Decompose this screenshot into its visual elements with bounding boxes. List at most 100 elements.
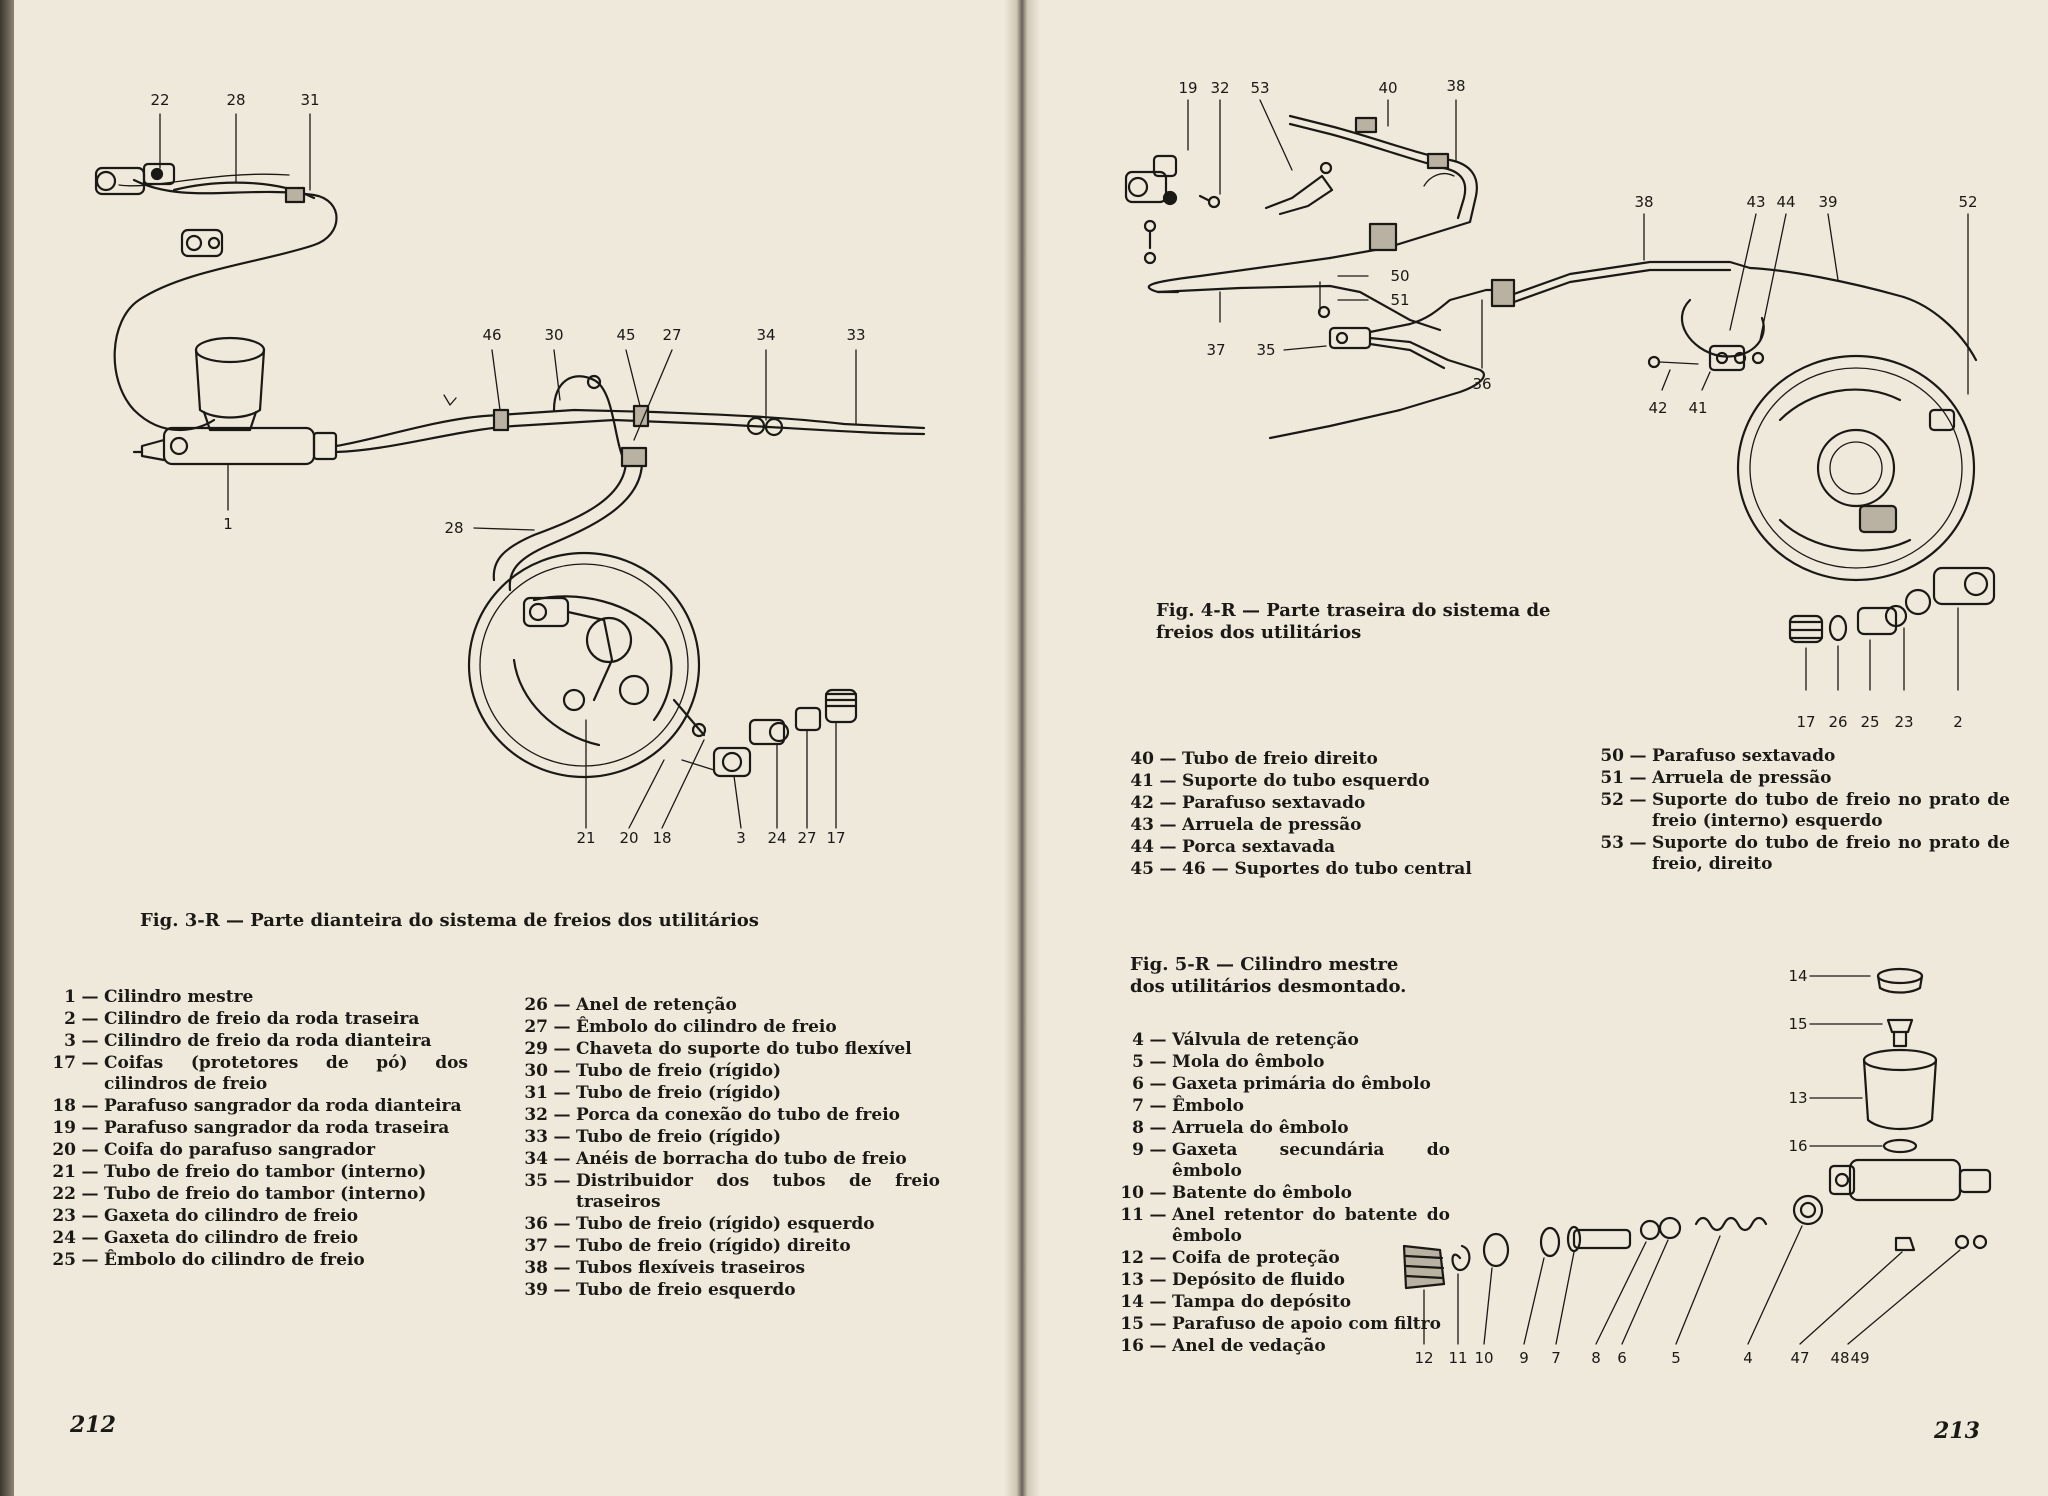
legend-item-number: 9 bbox=[1132, 1140, 1144, 1160]
legend-item-dash: — bbox=[553, 1236, 571, 1256]
legend-item-text: Arruela de pressão bbox=[1652, 768, 1832, 788]
fig5-callout-14: 14 bbox=[1788, 967, 1808, 985]
legend-item-text: Êmbolo bbox=[1172, 1096, 1244, 1116]
legend-item-number: 7 bbox=[1132, 1096, 1144, 1116]
fig5-callout-12: 12 bbox=[1414, 1349, 1434, 1367]
legend-item-number: 27 bbox=[524, 1017, 548, 1037]
legend-item-dash: — bbox=[553, 1258, 571, 1278]
legend-item-dash: — bbox=[81, 1228, 99, 1248]
legend-item: 34—Anéis de borracha do tubo de freio bbox=[514, 1149, 940, 1170]
legend-item-dash: — bbox=[553, 1127, 571, 1147]
legend-item-dash: — bbox=[553, 1039, 571, 1059]
fig5-callout-49: 49 bbox=[1850, 1349, 1870, 1367]
fig3-callout-45: 45 bbox=[616, 326, 636, 344]
legend-item-number: 24 bbox=[52, 1228, 76, 1248]
legend-item-number: 32 bbox=[524, 1105, 548, 1125]
legend-item-number: 13 bbox=[1120, 1270, 1144, 1290]
legend-item-dash: — bbox=[81, 1184, 99, 1204]
legend-item-text: Tubos flexíveis traseiros bbox=[576, 1258, 806, 1278]
legend-item-text: Parafuso sangrador da roda traseira bbox=[104, 1118, 450, 1138]
legend-item-text: Parafuso sangrador da roda dianteira bbox=[104, 1096, 462, 1116]
legend-item-number: 52 bbox=[1600, 790, 1624, 810]
legend-item-dash: — bbox=[1149, 1140, 1167, 1160]
fig5-callout-7: 7 bbox=[1551, 1349, 1561, 1367]
legend-item-text: Gaxeta primária do êmbolo bbox=[1172, 1074, 1431, 1094]
fig5-callout-5: 5 bbox=[1671, 1349, 1681, 1367]
legend-item: 32—Porca da conexão do tubo de freio bbox=[514, 1105, 940, 1126]
legend-item: 41—Suporte do tubo esquerdo bbox=[1120, 771, 1520, 792]
legend-item: 27—Êmbolo do cilindro de freio bbox=[514, 1017, 940, 1038]
legend-item-number: 51 bbox=[1600, 768, 1624, 788]
fig5-callout-8: 8 bbox=[1591, 1349, 1601, 1367]
legend-item-text: Parafuso de apoio com filtro bbox=[1172, 1314, 1441, 1334]
fig3-callout-27b: 27 bbox=[797, 829, 817, 847]
legend-item-number: 50 bbox=[1600, 746, 1624, 766]
fig5-callout-15: 15 bbox=[1788, 1015, 1808, 1033]
fig3-callout-46: 46 bbox=[482, 326, 502, 344]
fig4-callout-41: 41 bbox=[1688, 399, 1708, 417]
legend-item: 36—Tubo de freio (rígido) esquerdo bbox=[514, 1214, 940, 1235]
fig5-callout-4: 4 bbox=[1743, 1349, 1753, 1367]
legend-item-dash: — bbox=[553, 1083, 571, 1103]
legend-item-number: 14 bbox=[1120, 1292, 1144, 1312]
legend-item: 9—Gaxeta secundária do êmbolo bbox=[1110, 1140, 1450, 1182]
fig4-callout-53: 53 bbox=[1250, 79, 1270, 97]
legend-item-dash: — bbox=[81, 1140, 99, 1160]
legend-item-dash: — bbox=[1149, 1118, 1167, 1138]
legend-item-dash: — bbox=[1149, 1030, 1167, 1050]
legend-item: 43—Arruela de pressão bbox=[1120, 815, 1520, 836]
legend-item-dash: — bbox=[1149, 1314, 1167, 1334]
legend-item: 21—Tubo de freio do tambor (interno) bbox=[42, 1162, 468, 1183]
fig4-callout-50: 50 bbox=[1390, 267, 1410, 285]
fig4-callout-52: 52 bbox=[1958, 193, 1978, 211]
fig4-callout-36: 36 bbox=[1472, 375, 1492, 393]
legend-item-number: 11 bbox=[1120, 1205, 1144, 1225]
legend-item-number: 23 bbox=[52, 1206, 76, 1226]
legend-item-text: Tubo de freio (rígido) bbox=[576, 1061, 782, 1081]
legend-item-number: 2 bbox=[64, 1009, 76, 1029]
legend-item-text: Batente do êmbolo bbox=[1172, 1183, 1352, 1203]
legend-item-text: Êmbolo do cilindro de freio bbox=[104, 1250, 365, 1270]
legend-item-text: Chaveta do suporte do tubo flexível bbox=[576, 1039, 912, 1059]
legend-item-text: Êmbolo do cilindro de freio bbox=[576, 1017, 837, 1037]
legend-item: 13—Depósito de fluido bbox=[1110, 1270, 1450, 1291]
legend-item: 52—Suporte do tubo de freio no prato de … bbox=[1590, 790, 2010, 832]
legend-item: 5—Mola do êmbolo bbox=[1110, 1052, 1450, 1073]
page-213: 19 32 53 40 38 38 43 44 39 52 50 51 37 3… bbox=[1030, 0, 2048, 1496]
legend-item-text: Cilindro de freio da roda traseira bbox=[104, 1009, 420, 1029]
fig3-callout-24: 24 bbox=[767, 829, 787, 847]
legend-item-number: 37 bbox=[524, 1236, 548, 1256]
legend-item: 20—Coifa do parafuso sangrador bbox=[42, 1140, 468, 1161]
legend-item-dash: — bbox=[1159, 771, 1177, 791]
book-gutter bbox=[1004, 0, 1040, 1496]
fig3-callout-31: 31 bbox=[300, 91, 320, 109]
legend-item-dash: — bbox=[553, 1171, 571, 1191]
fig4-callout-23: 23 bbox=[1894, 713, 1914, 731]
legend-item: 33—Tubo de freio (rígido) bbox=[514, 1127, 940, 1148]
legend-item-dash: — bbox=[1149, 1183, 1167, 1203]
legend-item-text: Parafuso sextavado bbox=[1652, 746, 1836, 766]
legend-item-dash: — bbox=[1149, 1096, 1167, 1116]
fig4-callout-44: 44 bbox=[1776, 193, 1796, 211]
legend-item: 22—Tubo de freio do tambor (interno) bbox=[42, 1184, 468, 1205]
fig4-callout-26: 26 bbox=[1828, 713, 1848, 731]
legend-item-number: 10 bbox=[1120, 1183, 1144, 1203]
fig5-callout-47: 47 bbox=[1790, 1349, 1810, 1367]
legend-item-number: 42 bbox=[1130, 793, 1154, 813]
fig5-callout-48: 48 bbox=[1830, 1349, 1850, 1367]
legend-item-number: 16 bbox=[1120, 1336, 1144, 1356]
legend-item-text: Anel de vedação bbox=[1172, 1336, 1326, 1356]
legend-item-number: 53 bbox=[1600, 833, 1624, 853]
fig4-caption: Fig. 4-R — Parte traseira do sistema de … bbox=[1156, 600, 1551, 643]
legend-item-number: 43 bbox=[1130, 815, 1154, 835]
legend-item: 12—Coifa de proteção bbox=[1110, 1248, 1450, 1269]
legend-item: 1—Cilindro mestre bbox=[42, 987, 468, 1008]
legend-item: 4—Válvula de retenção bbox=[1110, 1030, 1450, 1051]
fig4-callout-25: 25 bbox=[1860, 713, 1880, 731]
legend-item: 51—Arruela de pressão bbox=[1590, 768, 2010, 789]
legend-item-text: Suporte do tubo de freio no prato de fre… bbox=[1652, 790, 2010, 831]
legend-item-text: Gaxeta secundária do êmbolo bbox=[1172, 1140, 1450, 1181]
fig3-callout-20: 20 bbox=[619, 829, 639, 847]
